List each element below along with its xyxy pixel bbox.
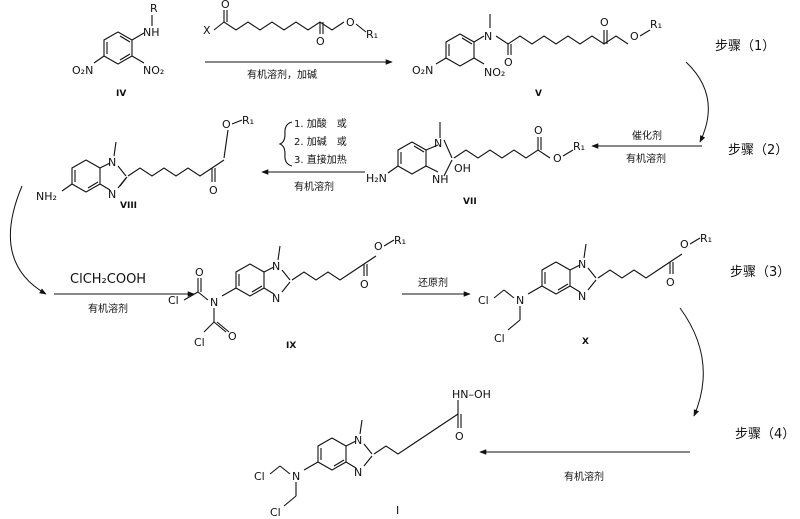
compound-label-i: I [396,504,399,517]
i-carbonyl-o: O [455,430,464,443]
step-label-4: 步骤（4） [735,427,795,442]
iv-r: R [150,2,158,15]
vii-h2n: H₂N [366,172,387,185]
x-n1: N [578,258,586,271]
x-ester-o: O [666,276,675,289]
compound-ix: N N N Cl Cl O O O O R₁ IX [168,234,406,351]
iv-nh: NH [143,26,160,39]
ix-acyl-o-2: O [228,330,237,343]
condition-step5-reductant: 还原剂 [418,276,448,289]
vii-oh: OH [454,162,471,175]
condition-step6-solvent: 有机溶剂 [564,470,604,483]
ix-ester-o: O [360,278,369,291]
i-cl-2: Cl [270,506,281,519]
condition-step2-solvent: 有机溶剂 [626,152,666,165]
condition-step1: 有机溶剂，加碱 [247,68,317,81]
step-label-3: 步骤（3） [730,265,790,280]
viii-r1: R₁ [242,114,254,127]
viii-n1: N [108,156,116,169]
reagent-ester-o: O [316,35,325,48]
x-amine-n: N [516,294,524,307]
i-n3: N [354,466,362,479]
curved-arrow-step4 [9,185,47,295]
compound-vii: N NH OH H₂N O O R₁ VII [366,122,585,207]
ix-n3: N [272,292,280,305]
compound-viii: N N NH₂ O O R₁ VIII [36,114,254,211]
step-label-1: 步骤（1） [715,39,775,54]
i-amine-n: N [292,470,300,483]
vii-r1: R₁ [573,140,585,153]
ix-alkoxy-o: O [374,240,383,253]
v-alkoxy-o: O [630,30,639,43]
x-cl-2: Cl [494,332,505,345]
curved-arrow-step2 [685,61,709,143]
v-no2: NO₂ [484,66,505,79]
vii-ester-o: O [534,124,543,137]
v-amide-n: N [484,30,492,43]
compound-x: N N N Cl Cl O O R₁ X [478,232,712,347]
reagent-r1: R₁ [366,28,378,41]
i-hydroxamate: HN–OH [452,388,491,401]
compound-i: N N N Cl Cl O HN–OH I [254,388,491,519]
x-cl-1: Cl [478,294,489,307]
iv-no2-ortho: NO₂ [143,64,164,77]
compound-label-x: X [582,337,589,347]
x-n3: N [578,290,586,303]
options-brace [278,121,293,167]
reagent-alkoxy-o: O [346,16,355,29]
compound-label-v: V [535,89,542,99]
v-o2n: O₂N [412,64,433,77]
reagent-acyl-ester: X O O O R₁ [203,0,378,48]
compound-iv: R NH NO₂ O₂N IV [72,2,164,99]
v-r1: R₁ [650,18,662,31]
compound-label-ix: IX [286,341,296,351]
reagent-x: X [203,24,211,37]
step-label-2: 步骤（2） [728,143,788,158]
curved-arrow-step6 [679,307,704,417]
condition-step4-reagent: ClCH₂COOH [70,272,146,287]
ix-n1: N [272,260,280,273]
compound-label-vii: VII [463,197,477,207]
x-r1: R₁ [700,232,712,245]
v-amide-o: O [504,56,513,69]
ix-cl-1: Cl [168,294,179,307]
compound-label-iv: IV [116,89,126,99]
condition-option-1: 1. 加酸 或 [294,117,347,130]
i-cl-1: Cl [254,470,265,483]
ix-acyl-o-1: O [195,266,204,279]
viii-nh2: NH₂ [36,190,57,203]
compound-v: N O O O R₁ O₂N NO₂ V [412,14,662,99]
ix-amide-n: N [210,296,218,309]
vii-n: N [434,137,442,150]
viii-ester-o: O [209,184,218,197]
reagent-carbonyl-o: O [221,0,230,11]
viii-n3: N [108,188,116,201]
viii-alkoxy-o: O [222,118,231,131]
compound-label-viii: VIII [120,201,137,211]
condition-option-2: 2. 加碱 或 [294,136,347,148]
vii-alkoxy-o: O [553,152,562,165]
condition-step4-solvent: 有机溶剂 [88,302,128,315]
iv-o2n-para: O₂N [72,64,93,77]
ix-cl-2: Cl [194,336,205,349]
condition-step3-solvent: 有机溶剂 [294,180,334,193]
i-n1: N [354,434,362,447]
vii-nh: NH [432,173,449,186]
x-alkoxy-o: O [680,238,689,251]
ix-r1: R₁ [394,234,406,247]
v-ester-o: O [600,16,609,29]
condition-step2-catalyst: 催化剂 [632,129,662,142]
condition-option-3: 3. 直接加热 [294,153,347,166]
